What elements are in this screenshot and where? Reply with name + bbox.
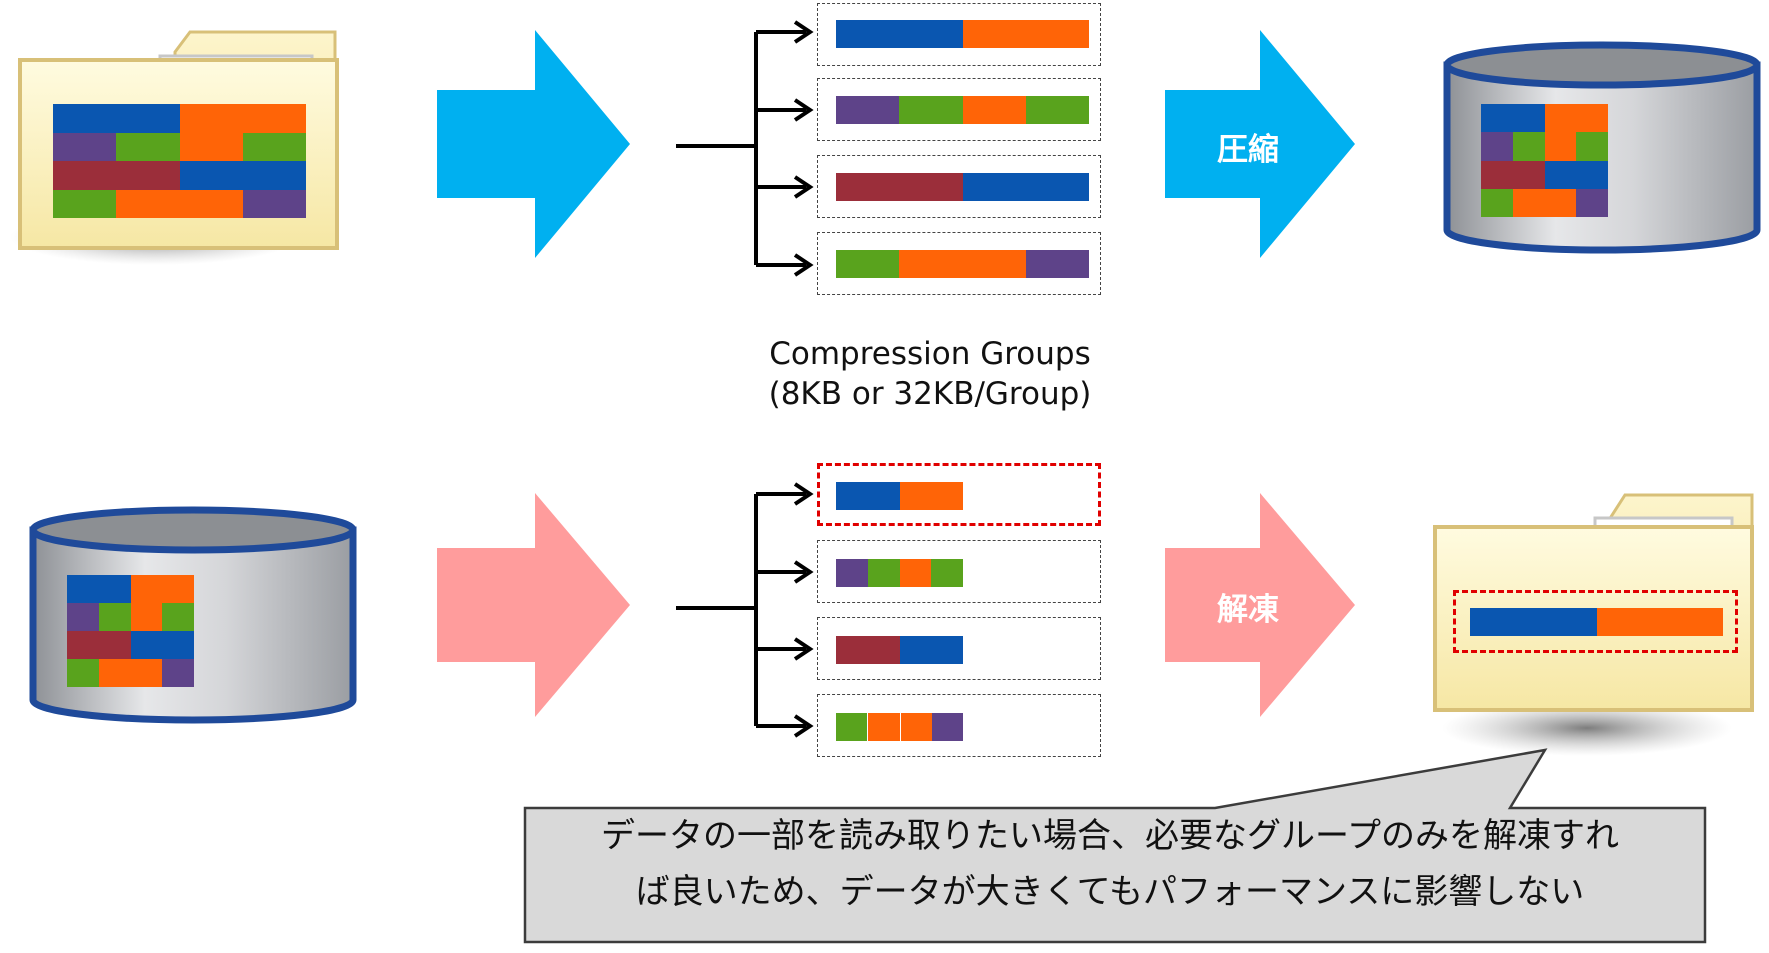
callout-bubble	[523, 748, 1707, 944]
folder-data-blocks	[53, 104, 306, 218]
decompress-arrow-icon	[1165, 493, 1355, 717]
stored-data-blocks	[67, 575, 194, 687]
compressed-group-1-bar	[836, 482, 963, 510]
input-arrow-top-icon	[437, 30, 630, 258]
compressed-group-3-bar	[836, 636, 963, 664]
compress-label: 圧縮	[1217, 132, 1279, 168]
group-4-bar	[836, 250, 1089, 278]
decompress-label: 解凍	[1217, 592, 1279, 628]
callout-line-1: データの一部を読み取りたい場合、必要なグループのみを解凍すれ	[601, 816, 1619, 856]
callout-text: データの一部を読み取りたい場合、必要なグループのみを解凍すれ ば良いため、データ…	[530, 808, 1690, 920]
compress-arrow-icon	[1165, 30, 1355, 258]
branch-connector-bottom-icon	[676, 482, 814, 738]
compressed-group-4-bar	[836, 713, 963, 741]
decompressed-group-bar	[1470, 608, 1723, 636]
compressed-data-blocks	[1481, 104, 1608, 217]
input-arrow-bottom-icon	[437, 493, 630, 717]
caption-line-1: Compression Groups	[769, 336, 1091, 372]
decompressed-selection-box	[1453, 590, 1738, 653]
caption-line-2: (8KB or 32KB/Group)	[768, 376, 1092, 412]
group-1-bar	[836, 20, 1089, 48]
compressed-group-2-bar	[836, 559, 963, 587]
compression-groups-caption: Compression Groups (8KB or 32KB/Group)	[700, 334, 1160, 414]
callout-line-2: ば良いため、データが大きくてもパフォーマンスに影響しない	[635, 872, 1585, 912]
group-3-bar	[836, 173, 1089, 201]
branch-connector-top-icon	[676, 20, 814, 277]
group-2-bar	[836, 96, 1089, 124]
